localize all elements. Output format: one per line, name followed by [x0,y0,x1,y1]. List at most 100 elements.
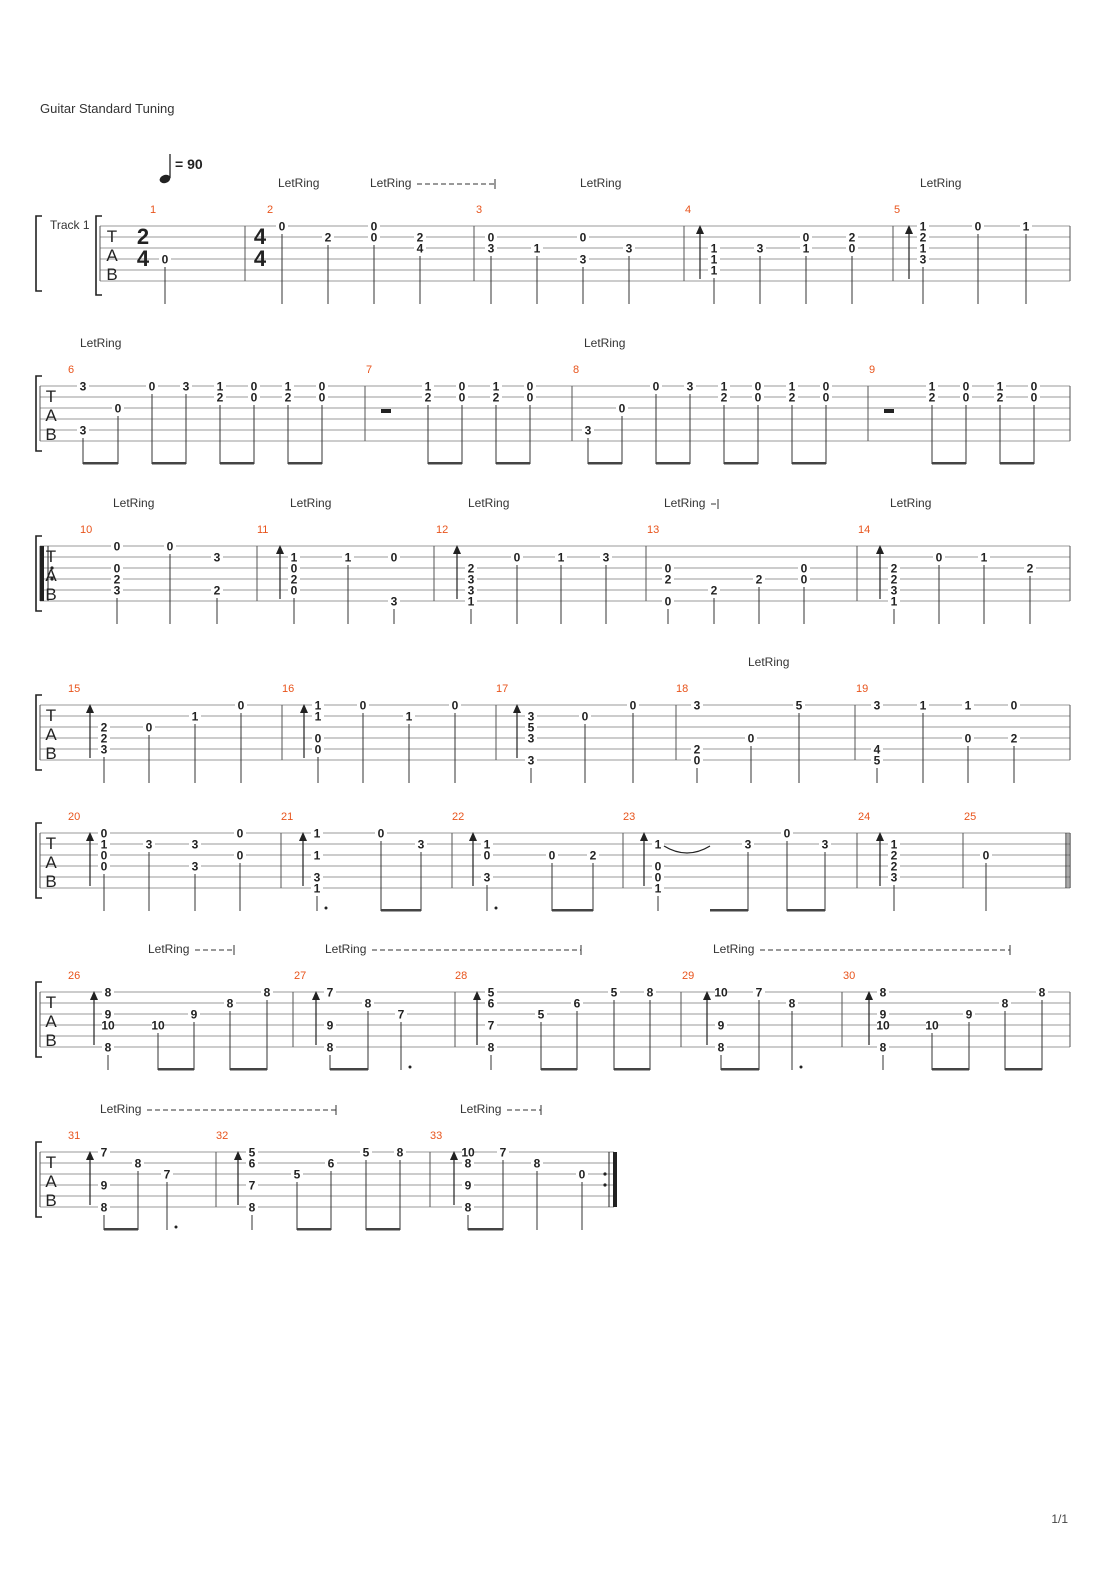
fret-bg [582,424,594,436]
fret-bg [820,380,832,392]
fret-number: 0 [115,402,122,416]
note-beam [614,1068,650,1071]
fret-bg [316,391,328,403]
tab-letter-b: B [106,265,117,284]
fret-bg [662,562,674,574]
fret-bg [485,1019,497,1031]
tab-letter-a: A [45,853,57,872]
fret-bg [77,380,89,392]
fret-bg [111,573,123,585]
fret-bg [753,986,765,998]
tab-letter-b: B [45,872,56,891]
fret-bg [146,380,158,392]
tab-letter-a: A [45,406,57,425]
fret-number: 9 [191,1008,198,1022]
page-number: 1/1 [1051,1512,1068,1526]
measure-number: 30 [843,970,855,982]
fret-number: 0 [1031,391,1038,405]
fret-number: 1 [920,242,927,256]
fret-number: 1 [291,551,298,565]
measure-number: 7 [366,364,372,376]
fret-bg [235,699,247,711]
fret-number: 8 [647,986,654,1000]
note-beam [1005,1068,1042,1071]
fret-bg [98,838,110,850]
tab-letter-a: A [45,1012,57,1031]
fret-bg [781,827,793,839]
fret-number: 0 [801,562,808,576]
strum-up-arrow-icon [300,704,308,713]
fret-number: 0 [237,849,244,863]
fret-bg [189,838,201,850]
rest-symbol [884,409,894,413]
fret-number: 9 [880,1008,887,1022]
fret-number: 0 [162,253,169,267]
fret-bg [180,380,192,392]
dotted-note [408,1065,412,1069]
fret-number: 5 [294,1168,301,1182]
fret-number: 6 [574,997,581,1011]
fret-number: 0 [936,551,943,565]
fret-bg [311,827,323,839]
fret-number: 3 [192,838,199,852]
fret-number: 1 [468,595,475,609]
fret-number: 1 [493,380,500,394]
fret-number: 1 [891,595,898,609]
note-beam [724,462,758,465]
note-beam [721,1068,759,1071]
tab-letter-b: B [45,585,56,604]
dotted-note [799,1065,803,1069]
fret-bg [623,242,635,254]
fret-bg [691,754,703,766]
measure-number: 6 [68,364,74,376]
fret-bg [888,562,900,574]
fret-bg [525,754,537,766]
fret-bg [511,551,523,563]
let-ring-marker: LetRing [468,496,509,510]
fret-number: 1 [484,838,491,852]
fret-number: 1 [891,838,898,852]
measure-number: 29 [682,970,694,982]
strum-up-arrow-icon [640,832,648,841]
fret-number: 2 [1011,732,1018,746]
fret-bg [368,231,380,243]
fret-bg [962,699,974,711]
fret-bg [800,231,812,243]
fret-number: 2 [849,231,856,245]
note-beam [588,462,622,465]
fret-bg [485,242,497,254]
measure-number: 1 [150,204,156,216]
fret-bg [652,838,664,850]
fret-bg [368,220,380,232]
measure-number: 3 [476,204,482,216]
fret-number: 0 [452,699,459,713]
fret-number: 0 [315,743,322,757]
note-beam [932,462,966,465]
fret-number: 1 [711,264,718,278]
measure-number: 27 [294,970,306,982]
time-signature-top: 4 [254,224,267,249]
note-beam [428,462,462,465]
note-beam [541,1068,577,1071]
note-beam [230,1068,267,1071]
measure-number: 16 [282,683,294,695]
fret-bg [994,380,1006,392]
strum-up-arrow-icon [450,1151,458,1160]
measure-number: 2 [267,204,273,216]
note-beam [220,462,254,465]
fret-bg [388,595,400,607]
fret-number: 8 [465,1201,472,1215]
fret-bg [684,380,696,392]
fret-bg [403,710,415,722]
fret-bg [362,997,374,1009]
tab-letter-t: T [46,706,56,725]
fret-number: 8 [105,1041,112,1055]
fret-bg [917,253,929,265]
fret-bg [652,882,664,894]
fret-bg [490,380,502,392]
fret-number: 3 [468,584,475,598]
measure-number: 8 [573,364,579,376]
tab-letter-t: T [46,387,56,406]
fret-number: 0 [251,391,258,405]
fret-bg [276,220,288,232]
